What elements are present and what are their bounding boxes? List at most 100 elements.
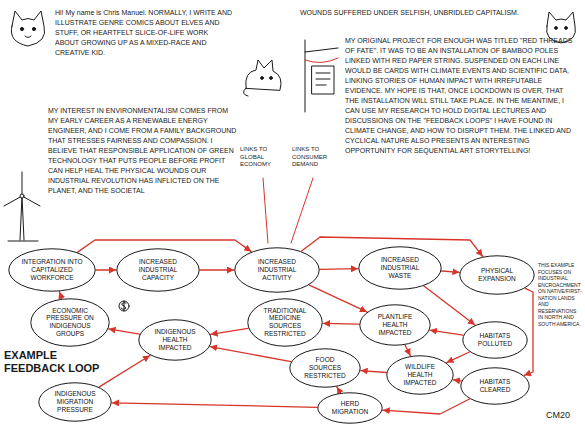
loop-ellipse: HERD MIGRATION — [317, 392, 383, 424]
node-text: INCREASED INDUSTRIAL CAPACITY — [128, 258, 188, 282]
feedback-arrow — [524, 288, 533, 375]
node-label: PLANTLIFE HEALTH IMPACTED — [369, 313, 421, 337]
node-label: INCREASED INDUSTRIAL CAPACITY — [128, 258, 188, 282]
loop-ellipse: INCREASED INDUSTRIAL ACTIVITY — [234, 247, 320, 293]
node-label: HABITATS CLEARED — [470, 378, 520, 394]
feedback-arrow — [447, 352, 470, 363]
feedback-arrow — [109, 329, 140, 334]
node-label: INTEGRATION INTO CAPITALIZED WORKFORCE — [21, 258, 84, 282]
cat-mouth — [25, 36, 31, 38]
ellipse-outline — [235, 248, 319, 292]
cat-eye — [32, 27, 35, 30]
coin-doodle — [119, 301, 129, 311]
node-text: ECONOMIC PRESSURE ON INDIGENOUS GROUPS — [41, 307, 99, 339]
ellipse-outline — [318, 393, 382, 423]
hanging-card — [312, 66, 334, 94]
node-label: TRADITIONAL MEDICINE SOURCES RESTRICTED — [258, 307, 313, 339]
card-lines — [316, 73, 330, 85]
feedback-arrow — [309, 285, 367, 312]
loop-ellipse: INCREASED INDUSTRIAL WASTE — [358, 246, 442, 290]
feedback-arrow — [59, 292, 61, 299]
signature: CM20 — [546, 410, 580, 420]
node-label: INDIGENOUS HEALTH IMPACTED — [149, 328, 202, 352]
node-text: INDIGENOUS MIGRATION PRESSURE — [49, 390, 102, 414]
ellipse-outline — [39, 383, 111, 421]
node-label: INCREASED INDUSTRIAL ACTIVITY — [246, 258, 308, 282]
feedback-arrow — [99, 356, 150, 387]
wind-turbine-doodle — [4, 172, 40, 241]
link-note: LINKS TO GLOBAL ECONOMY — [240, 146, 288, 169]
leader-line — [263, 178, 268, 243]
ellipse-outline — [31, 299, 109, 346]
node-label: INDIGENOUS MIGRATION PRESSURE — [49, 390, 102, 414]
node-text: INCREASED INDUSTRIAL WASTE — [370, 256, 430, 280]
cat-eye — [555, 27, 558, 30]
ellipse-outline — [463, 322, 527, 358]
cat-eye — [20, 27, 23, 30]
loop-ellipse: WILDLIFE HEALTH IMPACTED — [386, 355, 454, 395]
node-label: PHYSICAL EXPANSION — [470, 267, 525, 283]
loop-ellipse: INTEGRATION INTO CAPITALIZED WORKFORCE — [8, 248, 96, 292]
cat-eye — [270, 77, 273, 80]
loop-ellipse: ECONOMIC PRESSURE ON INDIGENOUS GROUPS — [30, 298, 110, 347]
feedback-arrow — [200, 269, 234, 270]
loop-ellipse: FOOD SOURCES RESTRICTED — [289, 348, 361, 388]
node-text: TRADITIONAL MEDICINE SOURCES RESTRICTED — [258, 307, 313, 339]
feedback-arrow — [112, 403, 317, 408]
node-label: INCREASED INDUSTRIAL WASTE — [370, 256, 430, 280]
loop-ellipse: PLANTLIFE HEALTH IMPACTED — [359, 304, 431, 346]
feedback-arrow — [96, 269, 116, 270]
ellipse-outline — [387, 356, 453, 394]
ellipse-outline — [290, 349, 360, 387]
feedback-arrow — [320, 268, 358, 270]
loop-ellipse: INDIGENOUS HEALTH IMPACTED — [138, 319, 212, 361]
coin — [119, 301, 129, 311]
feedback-arrow — [430, 330, 463, 335]
cat-head — [11, 11, 44, 46]
coin-mark — [121, 301, 126, 311]
turbine-tower — [20, 196, 24, 240]
cat-doodle — [11, 11, 44, 46]
ellipse-outline — [9, 249, 95, 291]
feedback-arrow — [323, 323, 359, 325]
side-note: THIS EXAMPLE FOCUSES ON INDUSTRIAL ENCRO… — [538, 262, 582, 327]
turbine-hub — [20, 194, 24, 198]
ellipse-outline — [461, 368, 529, 404]
node-text: FOOD SOURCES RESTRICTED — [299, 356, 351, 380]
node-text: INDIGENOUS HEALTH IMPACTED — [149, 328, 202, 352]
node-label: HERD MIGRATION — [326, 400, 374, 416]
loop-ellipse: INDIGENOUS MIGRATION PRESSURE — [38, 382, 112, 422]
node-text: PHYSICAL EXPANSION — [470, 267, 525, 283]
intro-text: WOUNDS SUFFERED UNDER SELFISH, UNBRIDLED… — [300, 8, 538, 18]
ellipse-outline — [359, 247, 441, 289]
node-label: WILDLIFE HEALTH IMPACTED — [396, 363, 445, 387]
ground-line — [8, 241, 38, 242]
feedback-arrow — [405, 345, 410, 356]
feedback-arrow — [210, 347, 291, 362]
node-text: WILDLIFE HEALTH IMPACTED — [396, 363, 445, 387]
feedback-arrow — [337, 387, 341, 393]
cat-tail — [243, 88, 248, 96]
intro-text: MY INTEREST IN ENVIRONMENTALISM COMES FR… — [48, 106, 238, 196]
node-text: INTEGRATION INTO CAPITALIZED WORKFORCE — [21, 258, 84, 282]
ellipse-outline — [460, 256, 534, 294]
loop-ellipse: TRADITIONAL MEDICINE SOURCES RESTRICTED — [247, 298, 323, 347]
node-label: FOOD SOURCES RESTRICTED — [299, 356, 351, 380]
feedback-arrow — [453, 380, 461, 381]
ellipse-outline — [248, 299, 322, 346]
ellipse-outline — [360, 305, 430, 345]
intro-text: Hi! My name is Chris Manuel. NORMALLY, I… — [55, 8, 233, 58]
node-text: HERD MIGRATION — [326, 400, 374, 416]
ellipse-outline — [139, 320, 211, 360]
card-doodle — [305, 40, 338, 112]
bamboo-pole — [305, 40, 338, 112]
node-text: HABITATS CLEARED — [470, 378, 520, 394]
node-text: INCREASED INDUSTRIAL ACTIVITY — [246, 258, 308, 282]
turbine-blade — [4, 172, 40, 206]
project-text: MY ORIGINAL PROJECT FOR ENOUGH WAS TITLE… — [345, 36, 577, 156]
loop-ellipse: INCREASED INDUSTRIAL CAPACITY — [116, 248, 200, 292]
node-label: ECONOMIC PRESSURE ON INDIGENOUS GROUPS — [41, 307, 99, 339]
loop-ellipse: HABITATS CLEARED — [460, 367, 530, 405]
loop-ellipse: PHYSICAL EXPANSION — [459, 255, 535, 295]
